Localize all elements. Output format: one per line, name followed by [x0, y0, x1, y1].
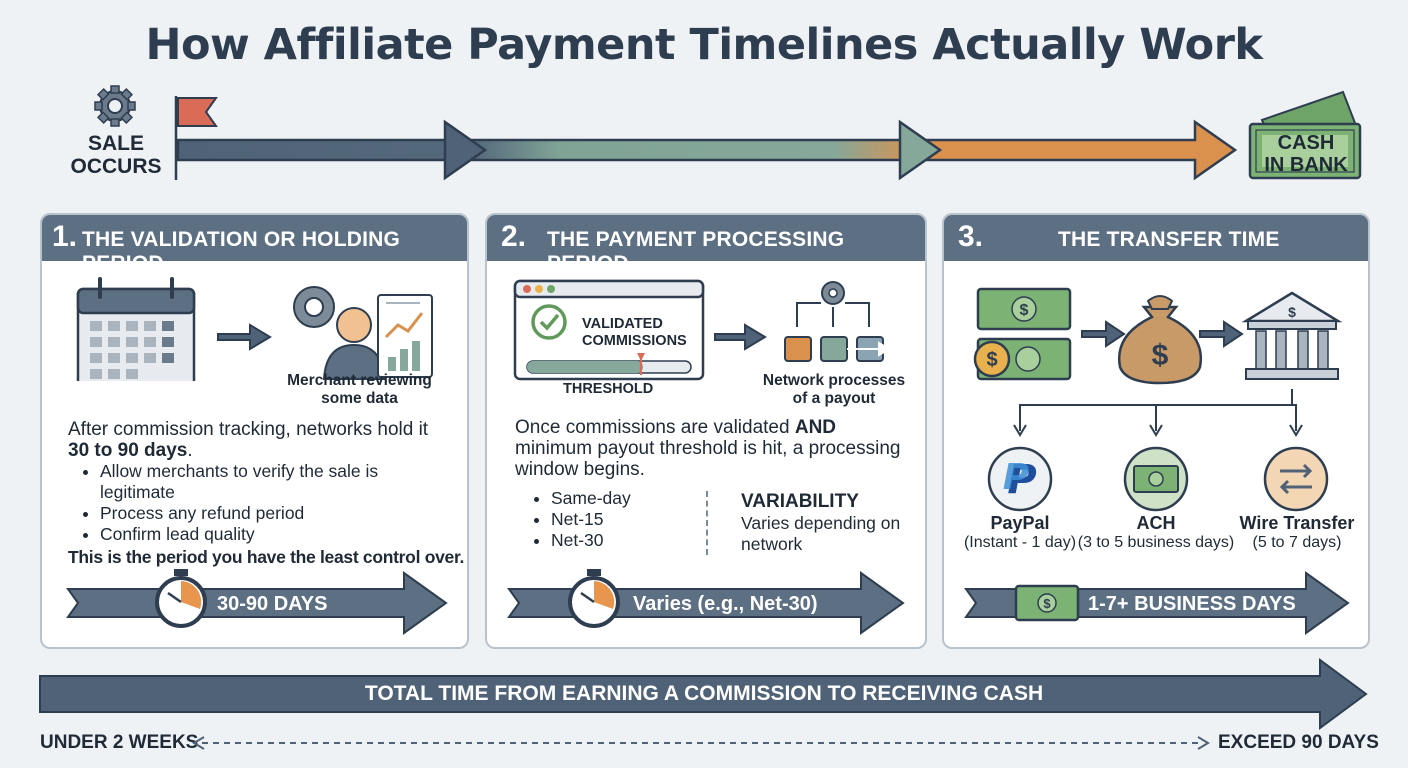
chart-icon: [377, 294, 433, 378]
gear-icon: [94, 85, 136, 127]
divider: [706, 491, 708, 555]
network-icon: [784, 281, 891, 362]
panel-1-note: This is the period you have the least co…: [68, 547, 465, 567]
panel-number: 1.: [52, 220, 78, 253]
svg-text:P: P: [1003, 457, 1029, 498]
variability-title: VARIABILITY: [741, 491, 859, 512]
cash-icon: [1248, 90, 1362, 180]
payment-method-icons: P P: [987, 446, 1329, 512]
duration-arrow: $: [964, 571, 1350, 635]
panel-1-bullets: Allow merchants to verify the sale is le…: [70, 461, 440, 545]
calendar-icon: [76, 277, 196, 381]
bank-icon: $: [1241, 291, 1343, 380]
stopwatch-icon: [155, 569, 207, 628]
method-paypal: PayPal (Instant - 1 day): [963, 513, 1077, 551]
duration-arrow: [507, 569, 905, 635]
list-item: Allow merchants to verify the sale is le…: [100, 461, 440, 503]
page-title: How Affiliate Payment Timelines Actually…: [145, 20, 1263, 70]
panel-1-icon-caption: Merchant reviewing some data: [287, 372, 432, 407]
sale-occurs-label: SALE OCCURS: [70, 132, 162, 178]
panel-header: 3. THE TRANSFER TIME: [944, 215, 1368, 261]
flag-icon: [174, 96, 218, 180]
cash-icon: $ $: [973, 287, 1072, 381]
wire-transfer-icon: [1263, 446, 1329, 512]
browser-window-icon: [513, 279, 705, 381]
range-max: EXCEED 90 DAYS: [1218, 732, 1379, 753]
panel-3-icons: $ $ $ $: [973, 287, 1343, 437]
money-bag-icon: $: [1117, 295, 1203, 385]
panel-2-body: Once commissions are validated AND minim…: [515, 417, 901, 480]
range-line: [192, 736, 1210, 750]
threshold-label: THRESHOLD: [563, 381, 654, 397]
reviewer-icon: [293, 286, 386, 380]
panel-processing: 2. THE PAYMENT PROCESSING PERIOD: [485, 213, 927, 649]
panel-header: 1. THE VALIDATION OR HOLDING PERIOD: [42, 215, 467, 275]
list-item: Same-day: [551, 488, 721, 509]
range-min: UNDER 2 WEEKS: [40, 732, 199, 753]
panel-transfer: 3. THE TRANSFER TIME $ $ $ $: [942, 213, 1370, 649]
duration-label: 30-90 DAYS: [217, 593, 328, 615]
panel-1-icons: [76, 277, 433, 381]
panel-2-icons: [513, 279, 891, 381]
ach-icon: [1123, 446, 1189, 512]
svg-text:$: $: [1288, 304, 1296, 320]
panel-number: 2.: [501, 220, 527, 253]
validated-commissions-label: VALIDATED COMMISSIONS: [582, 316, 687, 349]
panel-title: THE VALIDATION OR HOLDING PERIOD: [82, 228, 401, 275]
panel-2-bullets: Same-day Net-15 Net-30: [521, 488, 721, 551]
stopwatch-icon: [568, 569, 620, 628]
panel-title: THE PAYMENT PROCESSING PERIOD: [547, 228, 845, 275]
list-item: Net-30: [551, 530, 721, 551]
method-ach: ACH (3 to 5 business days): [1077, 513, 1235, 551]
svg-text:$: $: [1020, 302, 1029, 319]
svg-text:$: $: [1152, 339, 1169, 372]
method-wire: Wire Transfer (5 to 7 days): [1239, 513, 1355, 551]
svg-text:P: P: [1007, 457, 1036, 503]
duration-label: 1-7+ BUSINESS DAYS: [1088, 593, 1296, 615]
cash-in-bank-label: CASH IN BANK: [1264, 132, 1348, 176]
check-icon: [531, 304, 567, 340]
panel-1-body: After commission tracking, networks hold…: [68, 419, 429, 461]
total-arrow: [39, 658, 1368, 730]
variability-text: Varies depending on network: [741, 513, 901, 554]
paypal-icon: P P: [987, 446, 1053, 512]
list-item: Net-15: [551, 509, 721, 530]
panel-2-icon-caption: Network processes of a payout: [762, 372, 906, 407]
panel-header: 2. THE PAYMENT PROCESSING PERIOD: [487, 215, 925, 275]
svg-text:$: $: [986, 349, 997, 371]
cash-icon: $: [1014, 584, 1080, 622]
panel-number: 3.: [958, 220, 984, 253]
timeline-graphic: [94, 85, 1362, 181]
duration-label: Varies (e.g., Net-30): [633, 593, 818, 615]
duration-arrow: [66, 569, 448, 635]
svg-text:$: $: [1043, 596, 1051, 611]
list-item: Process any refund period: [100, 503, 440, 524]
total-label: TOTAL TIME FROM EARNING A COMMISSION TO …: [364, 682, 1044, 705]
list-item: Confirm lead quality: [100, 524, 440, 545]
panel-validation: 1. THE VALIDATION OR HOLDING PERIOD: [40, 213, 469, 649]
panel-title: THE TRANSFER TIME: [1058, 228, 1280, 251]
